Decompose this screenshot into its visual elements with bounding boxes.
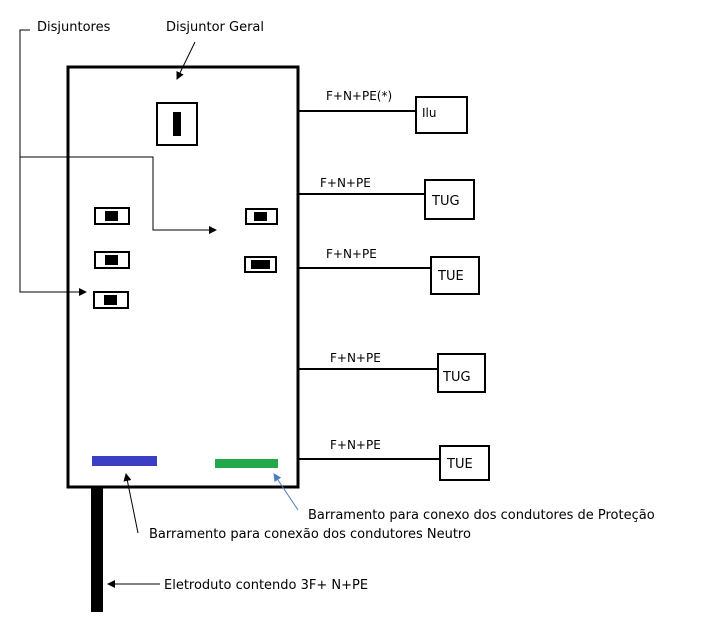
load-label: TUG	[442, 370, 471, 385]
protection-busbar	[215, 459, 278, 468]
breaker	[244, 256, 277, 273]
disjuntores-pointer	[19, 29, 87, 296]
conduit	[91, 487, 103, 612]
load-label: TUE	[446, 457, 473, 472]
disjuntores-label: Disjuntores	[37, 20, 111, 35]
breaker	[245, 208, 278, 225]
load-box	[415, 96, 468, 134]
load-label: TUE	[437, 269, 464, 284]
conductors-label: F+N+PE	[326, 247, 377, 261]
neutral-busbar	[92, 456, 157, 466]
conductors-label: F+N+PE(*)	[326, 89, 392, 103]
main-breaker	[156, 102, 198, 146]
circuit-4: F+N+PE TUG	[298, 351, 486, 393]
load-box	[430, 256, 480, 295]
load-box	[437, 353, 486, 393]
circuit-3: F+N+PE TUE	[298, 247, 480, 295]
circuit-1: F+N+PE(*) Ilu	[298, 89, 468, 134]
circuit-5: F+N+PE TUE	[298, 438, 490, 481]
main-breaker-arrow	[176, 41, 196, 80]
main-breaker-lever	[173, 112, 181, 136]
breaker	[93, 291, 129, 309]
breaker	[94, 207, 130, 225]
protection-busbar-label: Barramento para conexo dos condutores de…	[308, 508, 655, 523]
circuit-2: F+N+PE TUG	[298, 176, 475, 220]
breaker	[94, 251, 130, 269]
conductors-label: F+N+PE	[330, 351, 381, 365]
conduit-label: Eletroduto contendo 3F+ N+PE	[164, 578, 368, 593]
load-label: Ilu	[422, 106, 436, 120]
conductors-label: F+N+PE	[330, 438, 381, 452]
load-label: TUG	[431, 194, 460, 209]
load-box	[439, 445, 490, 481]
neutral-busbar-arrow	[123, 473, 139, 534]
conductors-label: F+N+PE	[320, 176, 371, 190]
protection-busbar-arrow	[273, 473, 299, 511]
neutral-busbar-label: Barramento para conexão dos condutores N…	[149, 527, 471, 542]
disjuntor-geral-label: Disjuntor Geral	[166, 20, 264, 35]
disjuntores-pointer-branch	[20, 156, 217, 234]
load-box	[424, 179, 475, 220]
